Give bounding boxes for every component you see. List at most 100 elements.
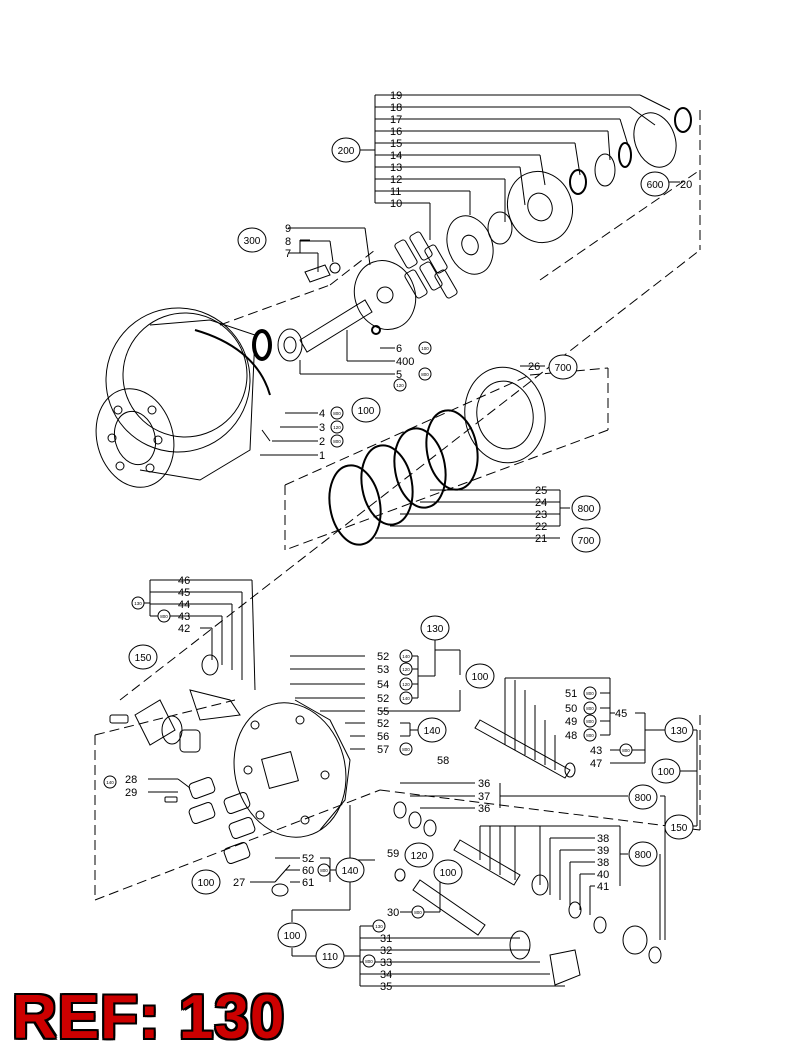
shaft-bearing bbox=[277, 299, 381, 362]
callout-700-b: 700 bbox=[571, 527, 601, 553]
top-dashed-frames bbox=[119, 110, 701, 701]
svg-text:130: 130 bbox=[671, 726, 688, 737]
part-35: 35 bbox=[380, 981, 392, 993]
svg-text:800: 800 bbox=[333, 411, 341, 416]
part-38-b: 38 bbox=[597, 857, 609, 869]
part-54: 54 bbox=[377, 679, 389, 691]
part-9: 9 bbox=[285, 223, 291, 235]
svg-text:140: 140 bbox=[342, 866, 359, 877]
svg-text:130: 130 bbox=[427, 624, 444, 635]
svg-text:130: 130 bbox=[134, 601, 142, 606]
part-11: 11 bbox=[390, 186, 401, 198]
svg-text:800: 800 bbox=[586, 733, 594, 738]
svg-text:100: 100 bbox=[358, 406, 375, 417]
svg-text:100: 100 bbox=[658, 767, 675, 778]
valve-plate bbox=[304, 260, 417, 330]
part-55: 55 bbox=[377, 706, 389, 718]
part-2: 2 bbox=[319, 436, 325, 448]
code-120-at-3: 120 bbox=[330, 420, 344, 434]
top-assembly bbox=[95, 94, 701, 701]
part-7: 7 bbox=[285, 248, 291, 260]
part-40: 40 bbox=[597, 869, 609, 881]
callout-150-b: 150 bbox=[664, 814, 694, 840]
part-41: 41 bbox=[597, 881, 609, 893]
springs bbox=[164, 777, 256, 864]
svg-text:700: 700 bbox=[555, 363, 572, 374]
part-52-b: 52 bbox=[377, 693, 389, 705]
bottom-assembly bbox=[94, 579, 701, 987]
callout-130-b: 130 bbox=[664, 717, 694, 743]
part-56: 56 bbox=[377, 731, 389, 743]
part-58: 58 bbox=[437, 755, 449, 767]
part-46: 46 bbox=[178, 575, 190, 587]
motor-housing bbox=[95, 307, 272, 488]
svg-text:800: 800 bbox=[578, 504, 595, 515]
svg-text:800: 800 bbox=[402, 747, 410, 752]
part-31: 31 bbox=[380, 933, 392, 945]
part-33: 33 bbox=[380, 957, 392, 969]
part-52-d: 52 bbox=[302, 853, 314, 865]
part-1: 1 bbox=[319, 450, 325, 462]
svg-text:800: 800 bbox=[586, 706, 594, 711]
callout-100-b: 100 bbox=[651, 758, 681, 784]
part-51: 51 bbox=[565, 688, 577, 700]
svg-text:100: 100 bbox=[284, 931, 301, 942]
svg-text:800: 800 bbox=[320, 868, 328, 873]
callout-100-a: 100 bbox=[465, 663, 495, 689]
svg-text:800: 800 bbox=[160, 614, 168, 619]
part-16: 16 bbox=[390, 126, 402, 138]
callout-110: 110 bbox=[315, 943, 345, 969]
svg-text:800: 800 bbox=[635, 793, 652, 804]
bottom-callouts: 130 150 100 140 130 100 800 150 800 120 … bbox=[128, 615, 694, 969]
part-29: 29 bbox=[125, 787, 137, 799]
svg-text:100: 100 bbox=[198, 878, 215, 889]
svg-text:120: 120 bbox=[411, 851, 428, 862]
part-34: 34 bbox=[380, 969, 392, 981]
part-26: 26 bbox=[528, 361, 540, 373]
spool-rod bbox=[474, 719, 576, 779]
svg-text:150: 150 bbox=[671, 823, 688, 834]
svg-text:800: 800 bbox=[622, 748, 630, 753]
part-20: 20 bbox=[680, 179, 692, 191]
svg-text:800: 800 bbox=[421, 372, 429, 377]
reference-label: REF: 130 bbox=[12, 983, 286, 1052]
svg-text:110: 110 bbox=[322, 952, 338, 963]
part-38-a: 38 bbox=[597, 833, 609, 845]
top-part-numbers: 19 18 17 16 15 14 13 12 11 10 9 8 7 6 40… bbox=[285, 90, 692, 545]
svg-text:800: 800 bbox=[414, 910, 422, 915]
svg-text:800: 800 bbox=[635, 850, 652, 861]
part-21: 21 bbox=[535, 533, 547, 545]
svg-text:140: 140 bbox=[402, 654, 410, 659]
svg-text:140: 140 bbox=[106, 780, 114, 785]
part-18: 18 bbox=[390, 102, 402, 114]
part-37: 37 bbox=[478, 791, 490, 803]
svg-text:140: 140 bbox=[402, 696, 410, 701]
part-28: 28 bbox=[125, 774, 137, 786]
code-800-at-5: 800 bbox=[418, 367, 432, 381]
top-small-codes: 100 120 800 800 120 800 bbox=[330, 341, 432, 448]
part-23: 23 bbox=[535, 509, 547, 521]
top-callouts: 200 300 100 600 700 800 700 bbox=[237, 137, 670, 553]
callout-100-e: 100 bbox=[277, 922, 307, 948]
part-57: 57 bbox=[377, 744, 389, 756]
callout-120: 120 bbox=[404, 842, 434, 868]
part-60: 60 bbox=[302, 865, 314, 877]
svg-text:800: 800 bbox=[586, 691, 594, 696]
part-47: 47 bbox=[590, 758, 602, 770]
part-400: 400 bbox=[396, 356, 414, 368]
part-5: 5 bbox=[396, 369, 402, 381]
part-19: 19 bbox=[390, 90, 402, 102]
part-22: 22 bbox=[535, 521, 547, 533]
top-leader-lines bbox=[375, 94, 671, 240]
svg-text:120: 120 bbox=[402, 667, 410, 672]
pump-body bbox=[233, 699, 351, 838]
callout-140-a: 140 bbox=[417, 717, 447, 743]
part-61: 61 bbox=[302, 877, 314, 889]
part-45: 45 bbox=[178, 587, 190, 599]
bottom-part-numbers: 46 45 44 43 42 52 53 54 52 55 52 56 57 5… bbox=[125, 575, 627, 993]
brake-rings bbox=[328, 366, 546, 546]
svg-text:700: 700 bbox=[578, 536, 595, 547]
callout-100-d: 100 bbox=[191, 869, 221, 895]
part-15: 15 bbox=[390, 138, 402, 150]
part-59: 59 bbox=[387, 848, 399, 860]
